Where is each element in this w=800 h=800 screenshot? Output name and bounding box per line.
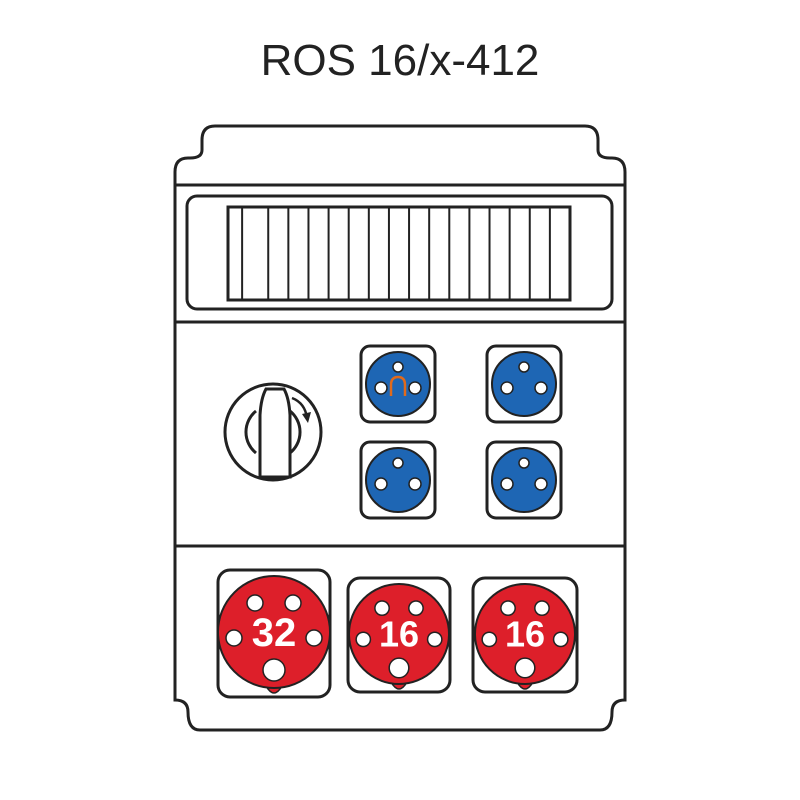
socket-230v xyxy=(485,344,563,424)
socket-400v-16a: 16 xyxy=(471,576,579,694)
socket-rating-label: 32 xyxy=(252,611,297,655)
main-rotary-switch[interactable] xyxy=(223,382,323,482)
socket-400v-16a: 16 xyxy=(346,576,452,694)
socket-400v-32a: 32 xyxy=(216,568,332,699)
socket-230v xyxy=(359,440,437,520)
socket-rating-label: 16 xyxy=(505,614,545,655)
earth-pin-icon xyxy=(389,375,407,396)
socket-230v xyxy=(359,344,437,424)
product-title: ROS 16/x-412 xyxy=(260,36,540,85)
socket-rating-label: 16 xyxy=(379,614,419,655)
breaker-window xyxy=(185,194,614,311)
socket-230v xyxy=(485,440,563,520)
